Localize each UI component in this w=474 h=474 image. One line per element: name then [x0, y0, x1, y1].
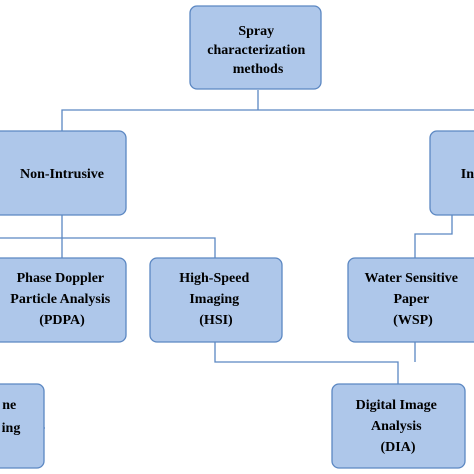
node-dia-line-3: (DIA) [381, 440, 416, 455]
node-partial-left-line-1: ne [2, 398, 16, 413]
node-root-box [189, 5, 322, 90]
node-dia-label: Digital Image Analysis (DIA) [356, 398, 441, 455]
node-intrusive: In [429, 130, 474, 216]
node-wsp-line-3: (WSP) [393, 313, 433, 328]
node-pdpa: Phase Doppler Particle Analysis (PDPA) [0, 257, 127, 343]
node-hsi-line-3: (HSI) [199, 313, 233, 328]
node-partial-left-line-2: ing [2, 421, 21, 436]
node-pdpa-line-3: (PDPA) [39, 313, 85, 328]
node-non-intrusive-box [0, 130, 127, 216]
edge-intrusive-to-wsp [414, 215, 453, 258]
node-pdpa-line-2: Particle Analysis [10, 292, 110, 307]
node-wsp-box [347, 257, 474, 343]
node-hsi-box [149, 257, 283, 343]
node-pdpa-label: Phase Doppler Particle Analysis (PDPA) [10, 271, 113, 328]
node-root-line-1: Spray [238, 24, 274, 39]
node-dia: Digital Image Analysis (DIA) [331, 383, 466, 469]
node-root: Spray characterization methods [189, 5, 322, 90]
node-pdpa-box [0, 257, 127, 343]
node-dia-line-2: Analysis [371, 419, 422, 434]
edge-non-intrusive-to-methods [0, 215, 216, 258]
node-non-intrusive-line-1: Non-Intrusive [20, 167, 104, 182]
connectors [0, 90, 474, 429]
node-hsi-label: High-Speed Imaging (HSI) [179, 271, 253, 328]
node-intrusive-line-1: In [461, 167, 474, 182]
node-dia-line-1: Digital Image [356, 398, 437, 413]
node-intrusive-box [429, 130, 474, 216]
node-root-line-3: methods [233, 62, 284, 77]
node-wsp-label: Water Sensitive Paper (WSP) [365, 271, 462, 328]
node-wsp: Water Sensitive Paper (WSP) [347, 257, 474, 343]
node-wsp-line-2: Paper [393, 292, 429, 307]
node-wsp-line-1: Water Sensitive [365, 271, 458, 286]
node-hsi: High-Speed Imaging (HSI) [149, 257, 283, 343]
node-intrusive-label: In [461, 167, 474, 182]
node-partial-left-label: ne ing [2, 398, 21, 436]
edge-root-to-categories [61, 90, 474, 131]
node-root-label: Spray characterization methods [207, 24, 308, 77]
node-pdpa-line-1: Phase Doppler [17, 271, 104, 286]
node-dia-box [331, 383, 466, 469]
node-non-intrusive-label: Non-Intrusive [20, 167, 104, 182]
node-hsi-line-1: High-Speed [179, 271, 249, 286]
node-non-intrusive: Non-Intrusive [0, 130, 127, 216]
node-partial-left: ne ing [0, 383, 45, 469]
node-partial-left-box [0, 383, 45, 469]
node-root-line-2: characterization [207, 43, 305, 58]
node-hsi-line-2: Imaging [189, 292, 239, 307]
edge-hsi-to-dia [214, 342, 399, 384]
